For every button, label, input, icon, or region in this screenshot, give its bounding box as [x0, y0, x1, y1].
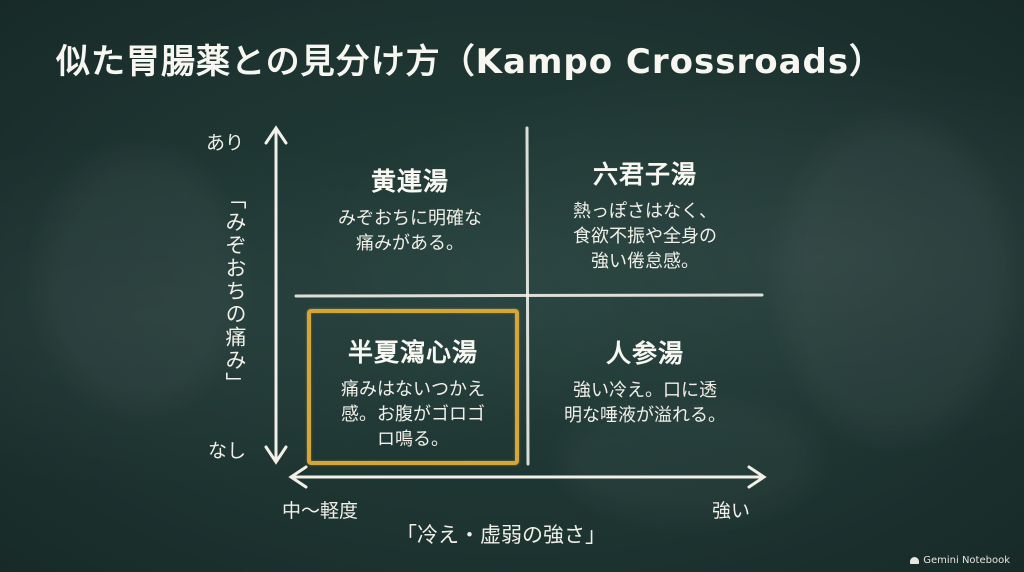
quadrant-bottom-right: 人参湯 強い冷え。口に透 明な唾液が溢れる。: [535, 334, 755, 428]
x-axis-right-label: 強い: [712, 500, 751, 522]
page-title: 似た胃腸薬との見分け方（Kampo Crossroads）: [56, 42, 885, 82]
description-line: 熱っぽさはなく、: [573, 201, 717, 222]
formula-name: 人参湯: [605, 339, 684, 368]
formula-description: 熱っぽさはなく、 食欲不振や全身の 強い倦怠感。: [535, 199, 755, 274]
formula-name: 黄連湯: [370, 167, 449, 196]
description-line: 感。お腹がゴロゴ: [341, 404, 485, 425]
x-axis-title: 「冷え・虚弱の強さ」: [396, 523, 606, 547]
x-axis-left-label: 中〜軽度: [282, 500, 359, 522]
y-axis-arrowhead-bottom: [264, 445, 288, 465]
description-line: ロ鳴る。: [377, 429, 449, 450]
notebook-logo-icon: [910, 557, 920, 564]
brand-name: Gemini Notebook: [923, 555, 1010, 566]
description-line: 食欲不振や全身の: [573, 226, 717, 247]
y-axis-bottom-label: なし: [208, 440, 247, 462]
x-axis-arrowhead-left: [288, 465, 308, 489]
description-line: 強い倦怠感。: [591, 251, 699, 272]
formula-name: 六君子湯: [592, 160, 697, 189]
description-line: みぞおちに明確な: [338, 208, 482, 229]
x-axis-arrowhead-right: [747, 465, 767, 489]
formula-name: 半夏瀉心湯: [347, 338, 478, 367]
y-axis-title: 「みぞおちの痛み」: [223, 188, 247, 395]
formula-description: みぞおちに明確な 痛みがある。: [305, 206, 515, 256]
description-line: 強い冷え。口に透: [573, 380, 717, 401]
quadrant-bottom-left: 半夏瀉心湯 痛みはないつかえ 感。お腹がゴロゴ ロ鳴る。: [307, 333, 519, 452]
formula-description: 痛みはないつかえ 感。お腹がゴロゴ ロ鳴る。: [307, 377, 519, 452]
description-line: 痛みがある。: [356, 233, 464, 254]
y-axis-top-label: あり: [206, 132, 245, 154]
brand-watermark: Gemini Notebook: [910, 555, 1010, 566]
description-line: 痛みはないつかえ: [341, 379, 485, 400]
quadrant-top-right: 六君子湯 熱っぽさはなく、 食欲不振や全身の 強い倦怠感。: [535, 155, 755, 274]
y-axis-arrowhead-top: [264, 125, 288, 145]
highlight-frame: [307, 309, 519, 465]
horizontal-divider: [294, 293, 764, 298]
description-line: 明な唾液が溢れる。: [564, 405, 726, 426]
formula-description: 強い冷え。口に透 明な唾液が溢れる。: [535, 378, 755, 428]
quadrant-top-left: 黄連湯 みぞおちに明確な 痛みがある。: [305, 162, 515, 256]
